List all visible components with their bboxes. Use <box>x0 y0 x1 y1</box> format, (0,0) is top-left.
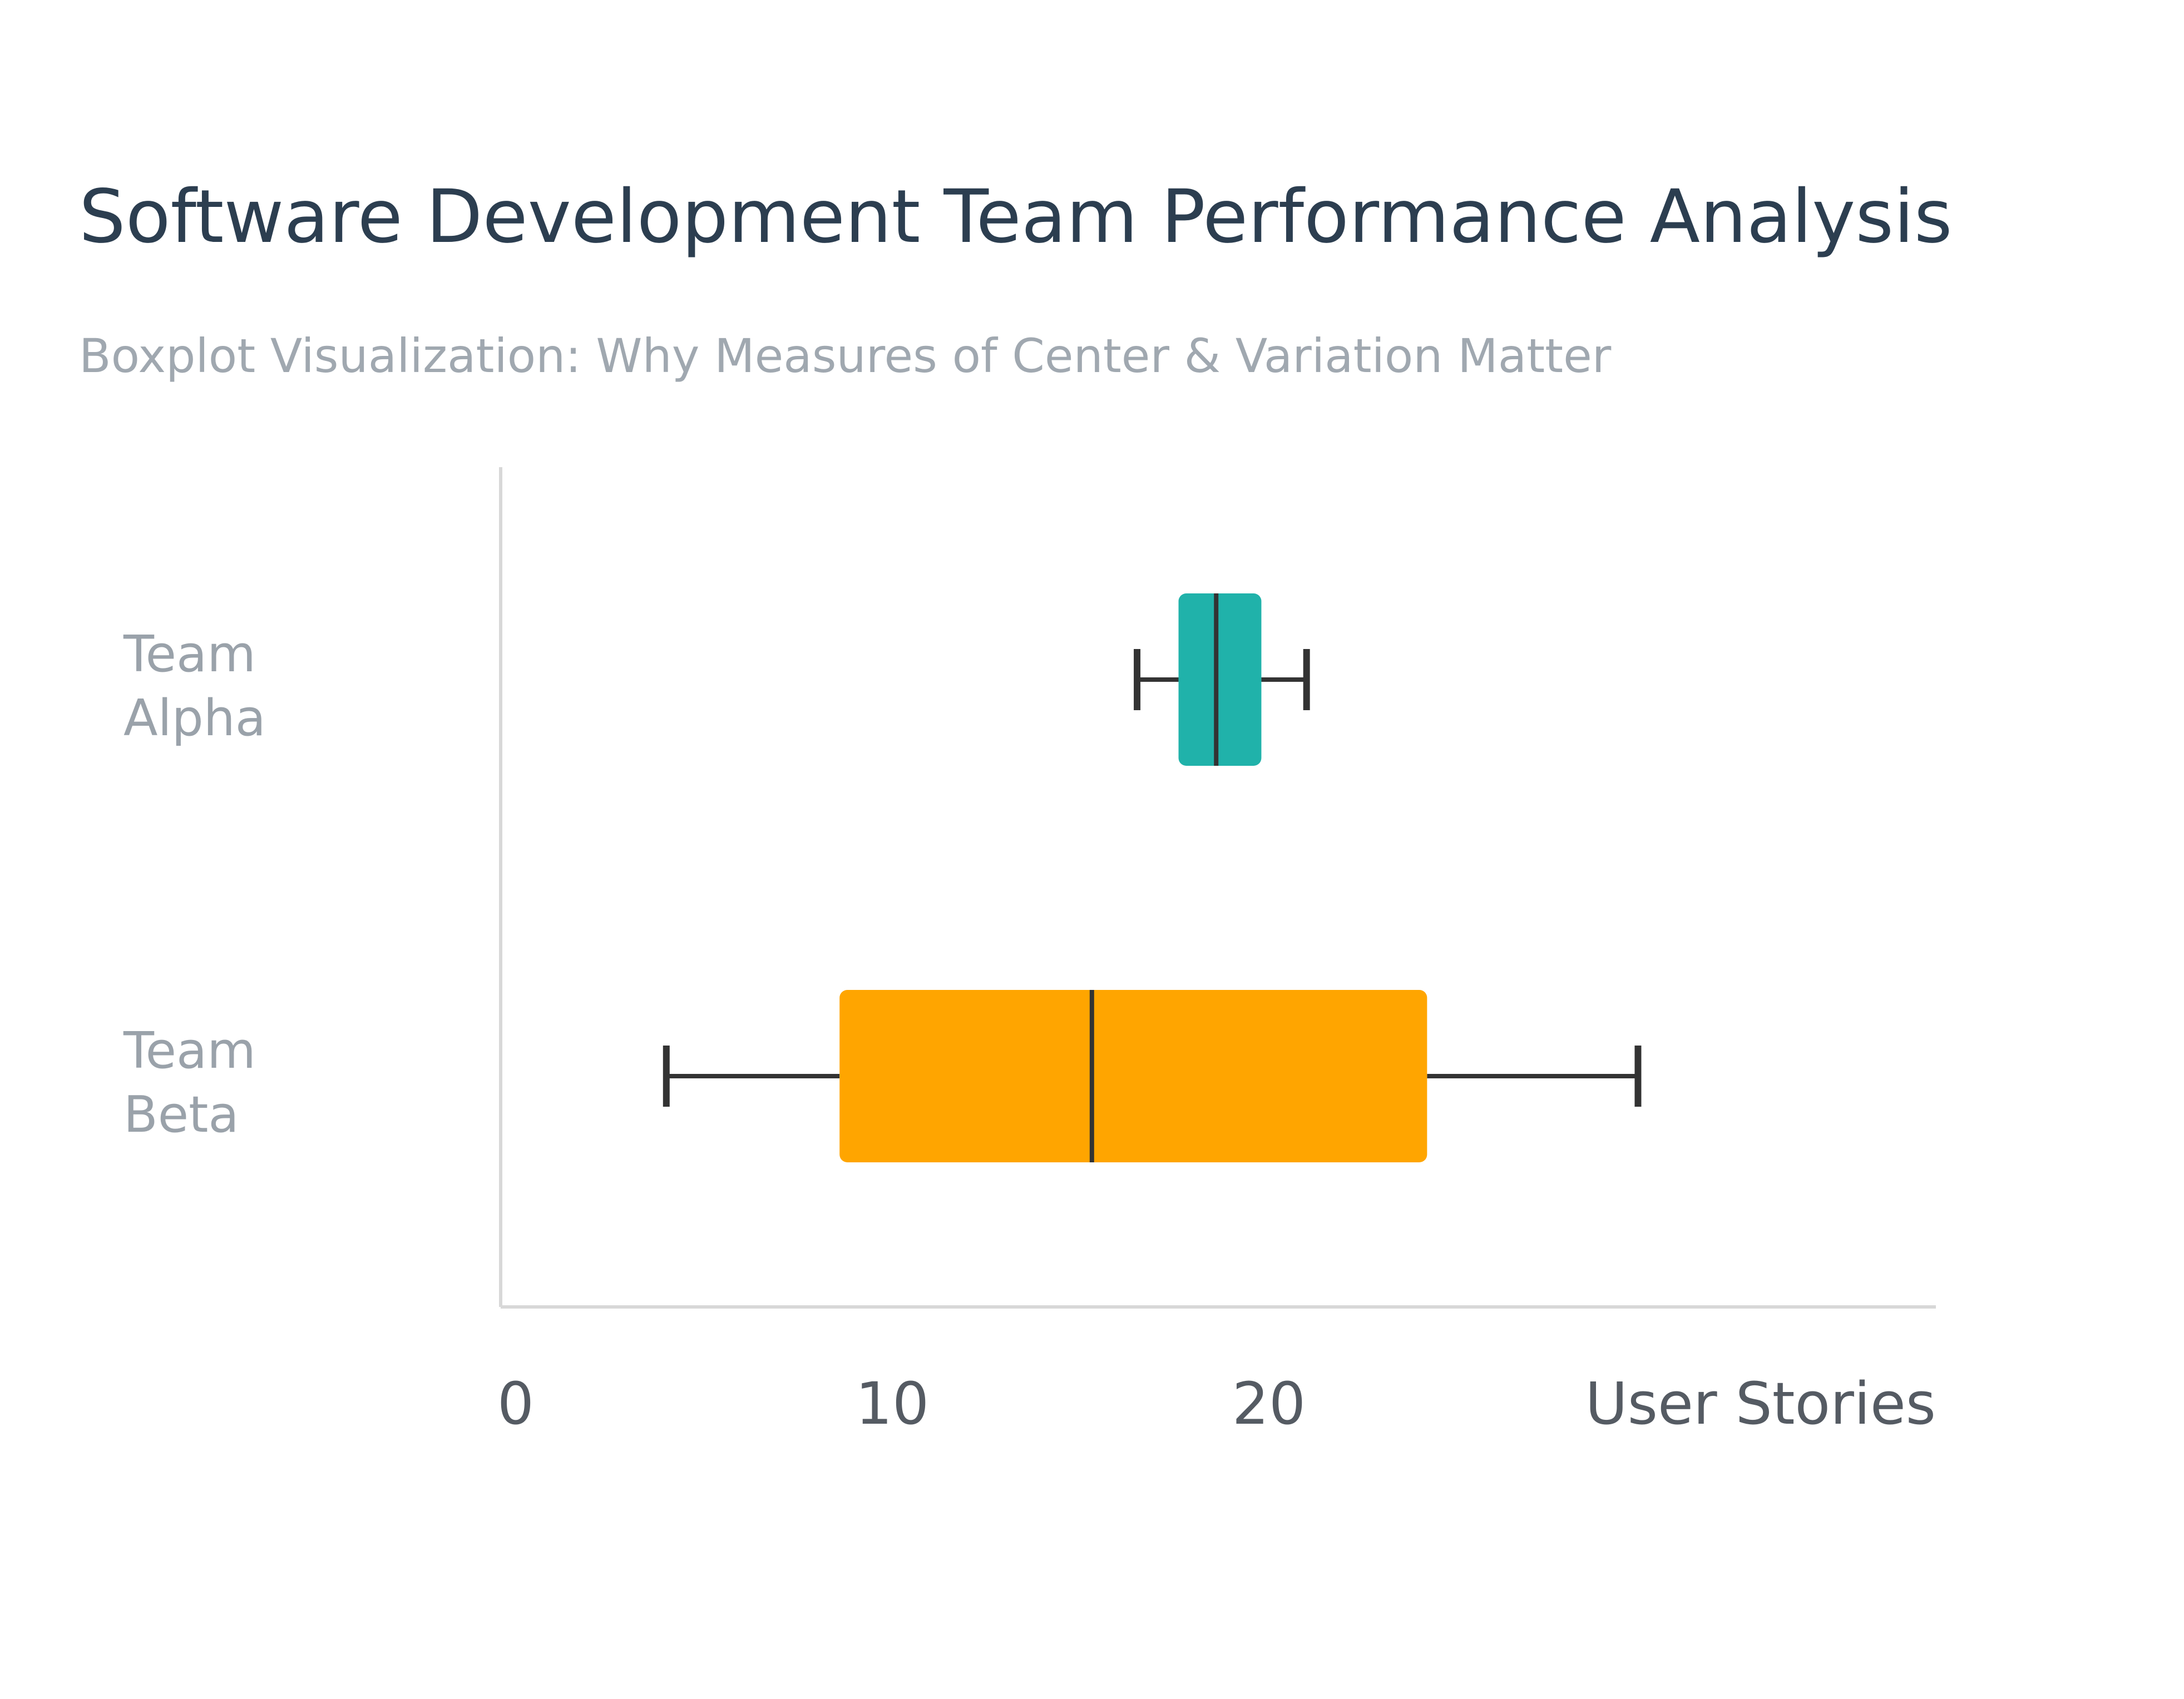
chart-subtitle: Boxplot Visualization: Why Measures of C… <box>79 329 1612 383</box>
x-tick-label: 10 <box>856 1370 929 1438</box>
x-tick-label: 0 <box>497 1370 534 1438</box>
boxes <box>663 593 1642 1162</box>
x-tick-label: 20 <box>1232 1370 1306 1438</box>
category-label-line: Team <box>123 625 256 683</box>
axes <box>499 467 1936 1309</box>
box-group <box>663 990 1642 1162</box>
category-label-line: Alpha <box>123 689 266 747</box>
box-iqr <box>839 990 1427 1162</box>
category-label-line: Team <box>123 1022 256 1080</box>
category-label-line: Beta <box>123 1086 239 1144</box>
chart-title: Software Development Team Performance An… <box>79 174 1953 260</box>
box-iqr <box>1178 593 1262 766</box>
box-group <box>1134 593 1310 766</box>
x-axis-title: User Stories <box>1585 1370 1936 1438</box>
